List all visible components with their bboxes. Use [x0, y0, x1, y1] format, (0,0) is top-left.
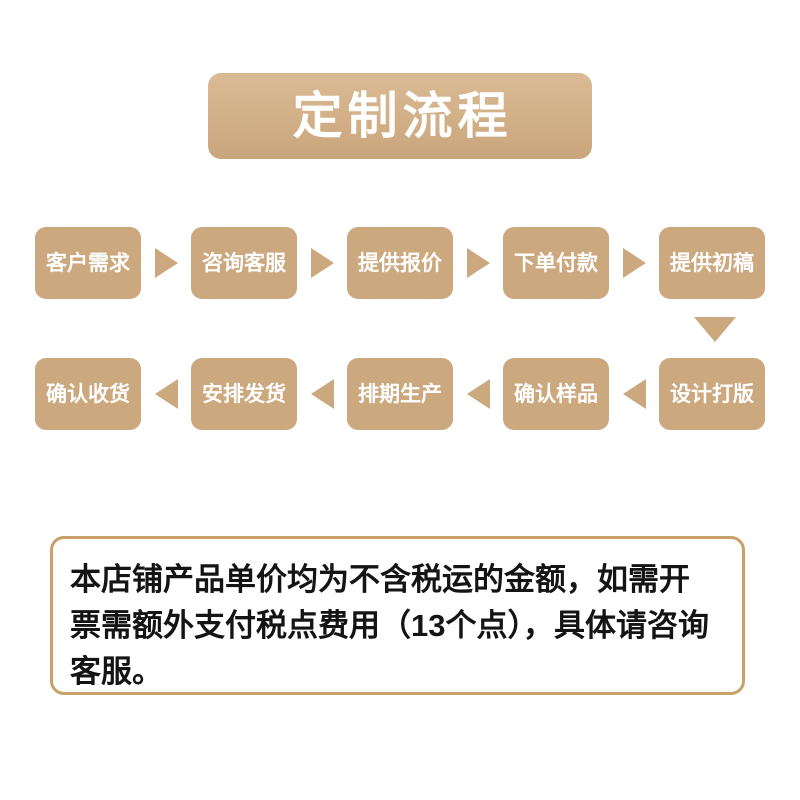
- flow-arrow-1: [141, 227, 191, 299]
- flow-arrow-9: [141, 358, 191, 430]
- flow-connector-down: [694, 312, 736, 346]
- flow-step-9[interactable]: 安排发货: [191, 358, 297, 430]
- page-title-banner: 定制流程: [208, 73, 592, 159]
- flow-step-9-label: 安排发货: [202, 382, 286, 406]
- flow-step-3[interactable]: 提供报价: [347, 227, 453, 299]
- flow-arrow-4: [609, 227, 659, 299]
- flow-arrow-7: [453, 358, 503, 430]
- triangle-down-icon: [694, 316, 736, 342]
- flow-step-8-label: 排期生产: [358, 382, 442, 406]
- flow-row-1-inner: 客户需求 咨询客服 提供报价 下单付款: [35, 227, 765, 299]
- flow-row-2: 确认收货 安排发货 排期生产 确认样品: [0, 358, 800, 430]
- flow-arrow-8: [297, 358, 347, 430]
- flow-arrow-6: [609, 358, 659, 430]
- triangle-right-icon: [154, 248, 178, 278]
- flow-step-5-label: 提供初稿: [670, 251, 754, 275]
- flow-step-6-label: 设计打版: [670, 382, 754, 406]
- page-title: 定制流程: [292, 88, 513, 144]
- triangle-left-icon: [154, 379, 178, 409]
- flow-step-8[interactable]: 排期生产: [347, 358, 453, 430]
- tax-notice-text: 本店铺产品单价均为不含税运的金额，如需开票需额外支付税点费用（13个点），具体请…: [70, 562, 709, 689]
- flow-step-6[interactable]: 设计打版: [659, 358, 765, 430]
- flow-step-4[interactable]: 下单付款: [503, 227, 609, 299]
- flow-step-2[interactable]: 咨询客服: [191, 227, 297, 299]
- flow-step-7-label: 确认样品: [514, 382, 598, 406]
- triangle-left-icon: [622, 379, 646, 409]
- flow-step-10-label: 确认收货: [46, 382, 130, 406]
- flow-arrow-2: [297, 227, 347, 299]
- flow-step-1-label: 客户需求: [46, 251, 130, 275]
- triangle-right-icon: [310, 248, 334, 278]
- flow-step-4-label: 下单付款: [514, 251, 598, 275]
- flow-row-1: 客户需求 咨询客服 提供报价 下单付款: [0, 227, 800, 299]
- flow-row-2-inner: 确认收货 安排发货 排期生产 确认样品: [35, 358, 765, 430]
- flow-step-10[interactable]: 确认收货: [35, 358, 141, 430]
- triangle-left-icon: [310, 379, 334, 409]
- flow-step-3-label: 提供报价: [358, 251, 442, 275]
- triangle-right-icon: [622, 248, 646, 278]
- flow-step-2-label: 咨询客服: [202, 251, 286, 275]
- flow-step-5[interactable]: 提供初稿: [659, 227, 765, 299]
- flow-arrow-3: [453, 227, 503, 299]
- flow-step-1[interactable]: 客户需求: [35, 227, 141, 299]
- flow-step-7[interactable]: 确认样品: [503, 358, 609, 430]
- triangle-left-icon: [466, 379, 490, 409]
- tax-notice-box: 本店铺产品单价均为不含税运的金额，如需开票需额外支付税点费用（13个点），具体请…: [50, 536, 745, 695]
- triangle-right-icon: [466, 248, 490, 278]
